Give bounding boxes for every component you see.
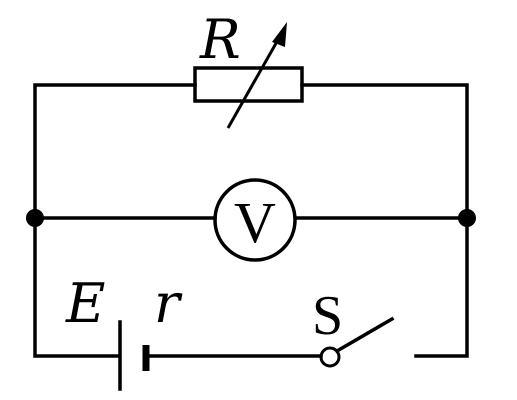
voltmeter-label: V [234,190,276,255]
switch-blade [334,316,395,354]
top-wire-right [300,83,469,220]
voltmeter-circle [213,178,297,262]
internal-resistance-label: r [154,272,183,335]
resistor-box [193,66,304,103]
top-wire-left [33,83,197,220]
bottom-wire-right [414,216,469,358]
variable-arrow-icon [226,22,287,129]
resistor-label: R [199,8,241,71]
bottom-wire-left [33,216,120,358]
emf-label: E [65,272,105,335]
switch-pivot [319,346,341,368]
switch-label: S [312,285,343,347]
